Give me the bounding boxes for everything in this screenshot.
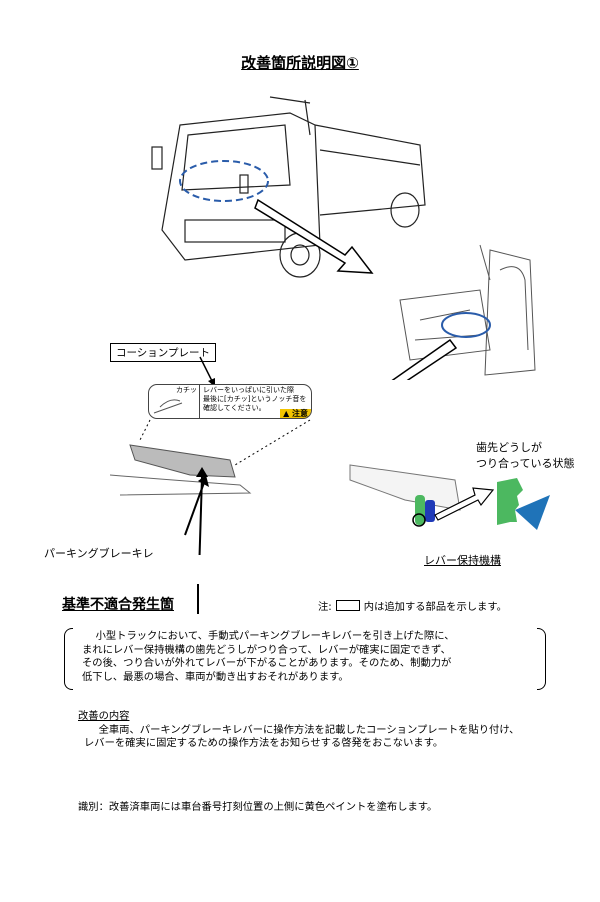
bracket-right (537, 628, 546, 690)
caution-plate: カチッ レバーをいっぱいに引いた際 最後に[カチッ]というノッチ音を 確認してく… (148, 384, 312, 419)
teeth-state-line-2: つり合っている状態 (476, 457, 575, 470)
improvement-heading: 改善の内容 (78, 710, 130, 722)
lever-mechanism-label: レバー保持機構 (424, 554, 501, 567)
cab-interior-illustration (391, 244, 536, 380)
truck-illustration (151, 96, 426, 278)
warning-badge: ▲ 注意 (280, 409, 311, 418)
plate-line-2: 最後に[カチッ]というノッチ音を (203, 395, 307, 403)
description-line: 小型トラックにおいて、手動式パーキングブレーキレバーを引き上げた際に、 (82, 630, 455, 642)
note: 注: 内は追加する部品を示します。 (318, 598, 507, 613)
plate-click-text: カチッ (176, 386, 197, 394)
arrow-icon (434, 487, 495, 521)
parking-brake-label: パーキングブレーキレ (44, 547, 154, 560)
description-line: まれにレバー保持機構の歯先どうしがつり合って、レバーが確実に固定できず、 (82, 643, 451, 656)
description-line: 低下し、最悪の場合、車両が動き出すおそれがあります。 (82, 670, 349, 683)
teeth-state-line-1: 歯先どうしが (476, 441, 542, 454)
highlight-ellipse (179, 160, 269, 202)
teeth-state-caption: 歯先どうしが つり合っている状態 (476, 440, 574, 472)
warning-text: 注意 (292, 409, 308, 418)
note-prefix: 注: (318, 601, 332, 613)
bracket-left (64, 628, 73, 690)
improvement-line: 全車両、パーキングブレーキレバーに操作方法を記載したコーションプレートを貼り付け… (78, 723, 520, 736)
page-title: 改善箇所説明図① (241, 54, 359, 72)
plate-line-3: 確認してください。 (203, 404, 266, 412)
blue-tooth (515, 495, 550, 530)
description-line: その後、つり合いが外れてレバーが下がることがあります。そのため、制動力が (82, 657, 452, 669)
improvement-line: レバーを確実に固定するための操作方法をお知らせする啓発をおこないます。 (84, 737, 444, 749)
parking-lever-illustration (110, 419, 311, 555)
heading-divider (197, 584, 200, 614)
green-tooth (497, 478, 523, 525)
plate-line-1: レバーをいっぱいに引いた際 (203, 386, 294, 394)
caution-plate-label: コーションプレート (110, 343, 216, 362)
nonconformity-description: 小型トラックにおいて、手動式パーキングブレーキレバーを引き上げた際に、 まれにレ… (82, 630, 532, 684)
arrow-icon (254, 198, 374, 274)
legend-box-icon (335, 600, 360, 611)
improvement-section: 改善の内容 全車両、パーキングブレーキレバーに操作方法を記載したコーションプレー… (78, 710, 519, 751)
nonconformity-heading: 基準不適合発生箇 (62, 597, 174, 613)
identification-text: 識別：改善済車両には車台番号打刻位置の上側に黄色ペイントを塗布します。 (78, 801, 438, 813)
lever-mechanism-illustration (349, 464, 550, 530)
hand-lever-icon: カチッ (149, 385, 200, 418)
note-text: 内は追加する部品を示します。 (363, 601, 507, 613)
